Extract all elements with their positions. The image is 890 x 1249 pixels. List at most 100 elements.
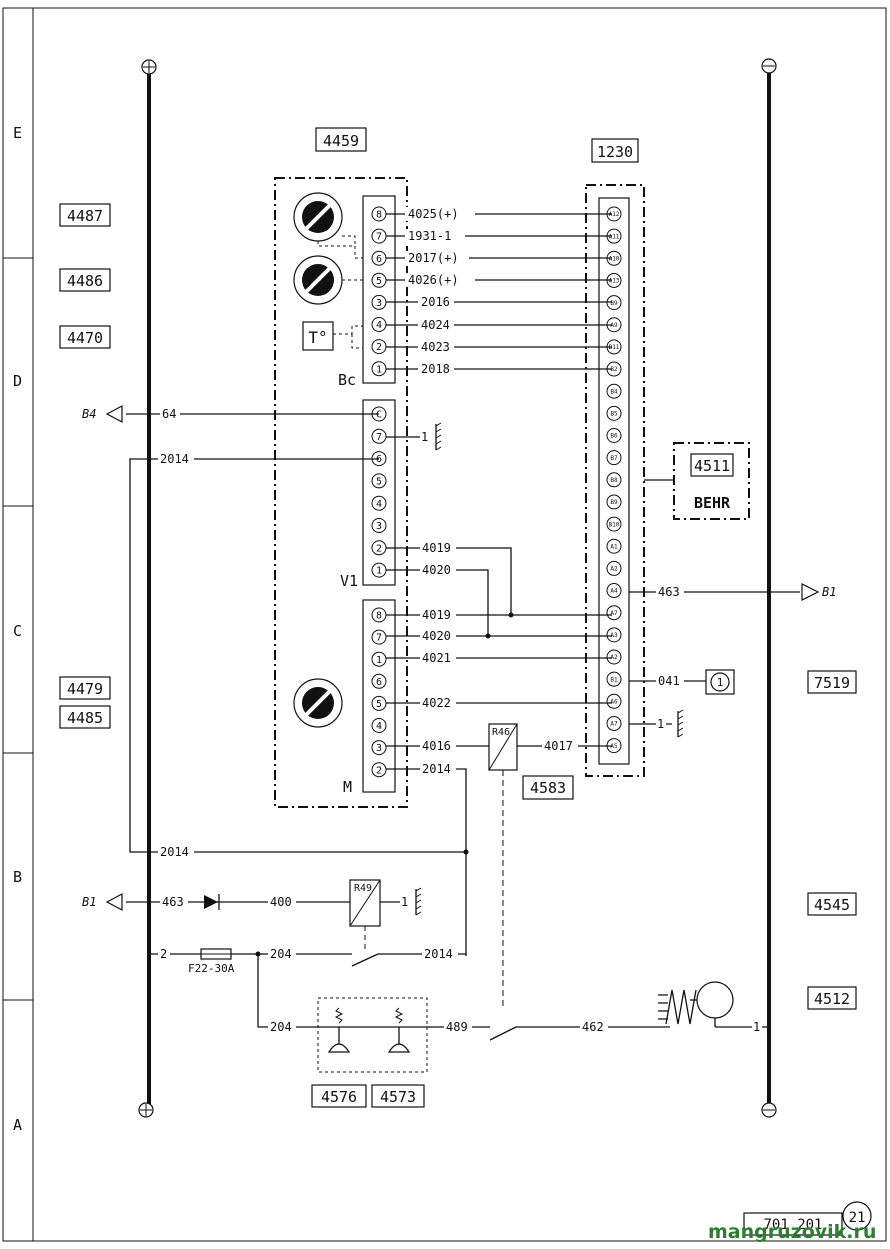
connector-v1-pin xyxy=(371,518,387,533)
wire-label: 1931-1 xyxy=(408,229,451,243)
left-refs: 4487 4486 4470 4479 4485 xyxy=(59,203,111,729)
zone-label-b: B xyxy=(13,868,22,886)
arrow-b1-label: B1 xyxy=(822,585,836,599)
ecu-pin-label: B2 xyxy=(610,366,618,373)
wire-label: 4024 xyxy=(421,318,450,332)
wires-m-ecu: 4019 4020 4021 4022 4016 R46 4583 4017 2… xyxy=(158,608,612,1010)
ecu-pin-label: B10 xyxy=(609,521,620,528)
ecu-pin xyxy=(606,494,622,510)
ref-1230: 1230 xyxy=(597,143,633,161)
wire-label: 4017 xyxy=(544,739,573,753)
wire-label: 2014 xyxy=(160,452,189,466)
ecu-pin xyxy=(606,560,622,576)
wire-label: 64 xyxy=(162,407,176,421)
wire-label: 400 xyxy=(270,895,292,909)
connector-m-label: M xyxy=(343,778,352,796)
connector-v1-pin-label: 7 xyxy=(376,432,382,443)
ecu-pin-label: B7 xyxy=(610,455,618,462)
connector-bc-pin-label: 5 xyxy=(376,276,382,287)
connector-m-pin xyxy=(371,673,387,689)
ref-4485: 4485 xyxy=(67,709,103,727)
ref-4487: 4487 xyxy=(67,207,103,225)
ecu-outputs: 463 B1 041 1 1 xyxy=(629,583,836,738)
connector-m-pin xyxy=(371,629,387,645)
wire-label: 2017(+) xyxy=(408,251,459,265)
zone-label-c: C xyxy=(13,622,22,640)
wire-label: 4020 xyxy=(422,563,451,577)
connector-v1-pin-label: 5 xyxy=(376,477,382,488)
wire-label: 1 xyxy=(657,717,664,731)
wire-label: 2014 xyxy=(422,762,451,776)
wire-label: 2016 xyxy=(421,295,450,309)
connector-m-pin-label: 3 xyxy=(376,743,382,754)
wire-label: 4016 xyxy=(422,739,451,753)
ecu-pin-label: B5 xyxy=(610,411,618,418)
wire-label: 463 xyxy=(162,895,184,909)
ecu-pin xyxy=(606,428,622,443)
gauge-label: 1 xyxy=(717,676,724,689)
ref-4459: 4459 xyxy=(323,132,359,150)
motor-circuit: 462 1 xyxy=(489,981,769,1041)
relay-r49-label: R49 xyxy=(354,883,372,894)
wire-label: 4022 xyxy=(422,696,451,710)
arrow-b4-label: B4 xyxy=(82,407,96,421)
connector-v1-pin-label: 6 xyxy=(376,454,382,465)
wire-label: 463 xyxy=(658,585,680,599)
arrow-b1-label: B1 xyxy=(82,895,96,909)
ecu-pin xyxy=(606,450,622,466)
positive-bus xyxy=(138,59,157,1118)
ecu-pin-label: B6 xyxy=(610,433,618,440)
ecu-pin-label: B1 xyxy=(610,676,618,683)
ecu-pin-label: A13 xyxy=(609,278,620,285)
ecu-pin-label: A7 xyxy=(610,610,618,617)
ecu-pin-label: A9 xyxy=(610,322,618,329)
ecu-pin-label: A12 xyxy=(609,211,620,218)
wire-label: 489 xyxy=(446,1020,468,1034)
wire-label: 1 xyxy=(401,895,408,909)
connector-v1-pin-label: 2 xyxy=(376,543,382,554)
fuse-label: F22-30A xyxy=(188,962,235,975)
zone-label-e: E xyxy=(13,124,22,142)
zone-label-a: A xyxy=(13,1116,22,1134)
wire-label: 1 xyxy=(421,430,428,444)
ecu-pin-label: A2 xyxy=(610,566,618,573)
wire-label: 2014 xyxy=(424,947,453,961)
ecu-pin xyxy=(606,405,622,421)
control-knob-icon xyxy=(293,192,343,242)
ecu-pins: A12A11A10A13B9A9B11B2B4B5B6B7B8B9B10A1A2… xyxy=(606,206,622,754)
connector-bc-pin-label: 7 xyxy=(376,232,382,243)
wire-label: 204 xyxy=(270,1020,292,1034)
ecu-pin xyxy=(606,583,622,599)
relay-r46: R46 xyxy=(488,723,518,771)
pressure-switch-icon xyxy=(324,1007,354,1053)
wire-label: 4019 xyxy=(422,541,451,555)
wires-bc-ecu: 4025(+) 1931-1 2017(+) 4026(+) 2016 4024… xyxy=(386,207,612,376)
wires-v1: 64 B4 1 2014 4019 4020 xyxy=(82,405,512,853)
footer: 701 201 21 mangruzovik.ru xyxy=(708,1201,876,1243)
gauge-icon: 1 xyxy=(705,669,735,695)
connector-m-pin-label: 1 xyxy=(376,655,382,666)
connector-bc-label: Bc xyxy=(338,371,356,389)
relay-r46-label: R46 xyxy=(492,727,510,738)
wire-label: 2014 xyxy=(160,845,189,859)
ecu-pin-label: A1 xyxy=(610,543,618,550)
wire-label: 4021 xyxy=(422,651,451,665)
connector-v1-label: V1 xyxy=(340,572,358,590)
connector-m-pin xyxy=(371,651,387,667)
right-refs: 7519 4545 4512 xyxy=(807,670,857,1010)
ecu-pin-label: B11 xyxy=(609,344,620,351)
ecu-pin xyxy=(606,516,622,532)
relay-r49: R49 xyxy=(349,879,381,927)
relay-r49-circuit: B1 463 400 R49 1 xyxy=(82,879,422,950)
negative-bus xyxy=(761,58,777,1118)
connector-bc-pin-label: 1 xyxy=(376,364,382,375)
connector-m-pin-label: 8 xyxy=(376,611,382,622)
ecu-pin-label: A4 xyxy=(610,588,618,595)
connector-m-pin xyxy=(371,740,387,756)
wire-label: 2 xyxy=(160,947,167,961)
ref-4576: 4576 xyxy=(321,1088,357,1106)
connector-v1-pin-label: 3 xyxy=(376,521,382,532)
ref-4512: 4512 xyxy=(814,990,850,1008)
